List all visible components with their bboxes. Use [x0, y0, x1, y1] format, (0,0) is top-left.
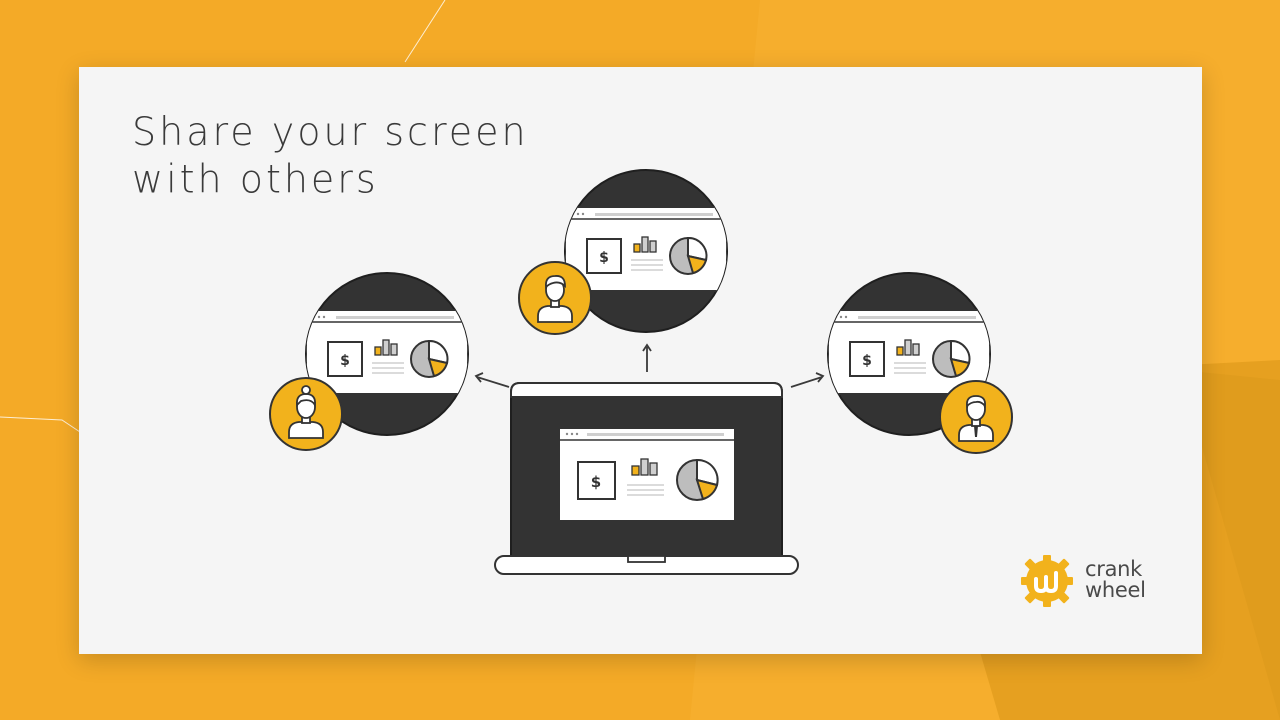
arrow-icon	[474, 372, 510, 388]
svg-text:$: $	[862, 353, 872, 369]
person-icon	[269, 377, 343, 451]
crankwheel-logo: crank wheel	[1019, 553, 1159, 613]
headline: Share your screen with others	[132, 108, 529, 204]
person-icon	[518, 261, 592, 335]
viewer-screen-left: $	[305, 272, 469, 436]
brand-name: crank wheel	[1085, 559, 1146, 601]
svg-text:$: $	[599, 250, 609, 266]
person-icon	[939, 380, 1013, 454]
laptop-icon: $	[494, 382, 799, 575]
brand-line-1: crank	[1085, 557, 1143, 581]
arrow-icon	[642, 343, 652, 372]
headline-line-2: with others	[132, 157, 379, 202]
headline-line-1: Share your screen	[132, 109, 529, 154]
crankwheel-logo-icon	[1021, 555, 1073, 607]
brand-line-2: wheel	[1085, 578, 1146, 602]
slide-card: Share your screen with others	[79, 67, 1202, 654]
screen-sharing-illustration: $ $	[269, 169, 1013, 575]
arrow-icon	[790, 372, 825, 388]
svg-text:$: $	[591, 473, 601, 491]
viewer-screen-top: $	[564, 169, 728, 333]
svg-text:$: $	[340, 353, 350, 369]
